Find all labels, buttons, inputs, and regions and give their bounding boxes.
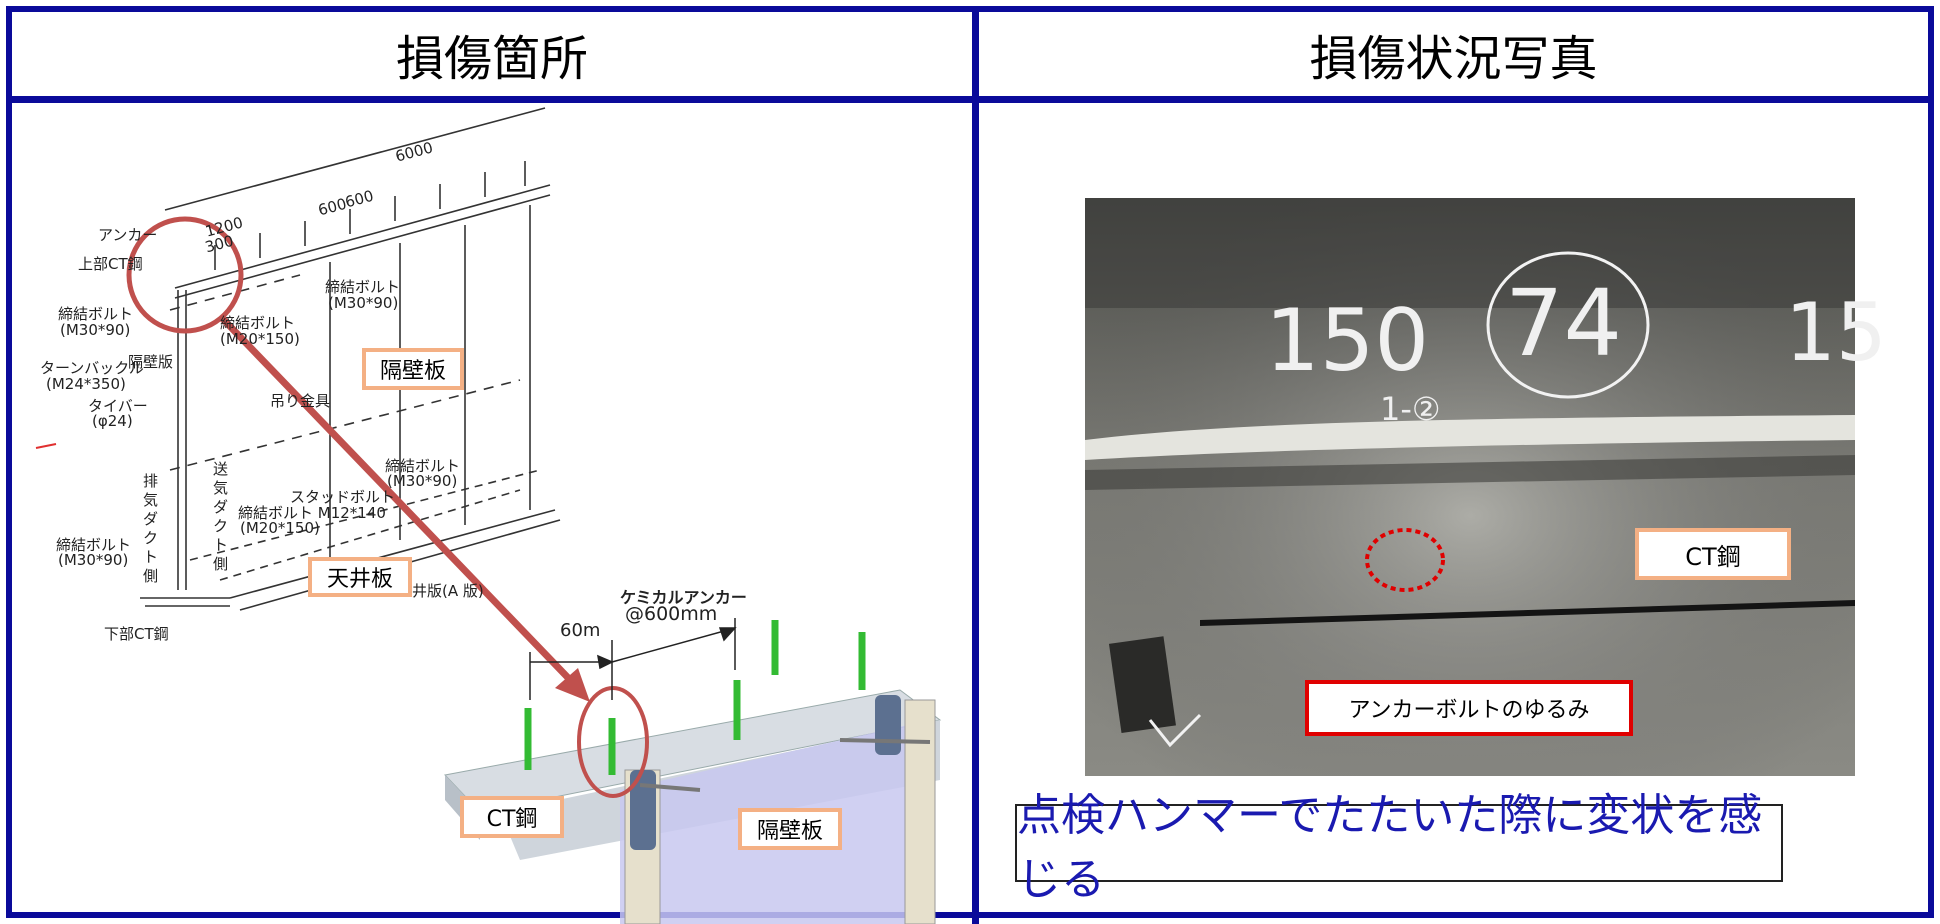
label-turnbuckle-size: (M24*350) — [46, 375, 126, 393]
callout-ceiling: 天井板 — [308, 557, 412, 597]
label-chemical-anchor: ケミカルアンカー — [620, 588, 747, 607]
photo-caption: 点検ハンマーでたたいた際に変状を感じる — [1015, 790, 1783, 905]
label-bolt-right-top: 締結ボルト — [325, 278, 401, 296]
label-lower-ct: 下部CT鋼 — [104, 625, 169, 643]
label-tie-bar-size: (φ24) — [92, 412, 133, 430]
label-bolt-mid: 締結ボルト M12*140 — [238, 504, 386, 522]
label-bolt-mid-size: (M20*150) — [240, 519, 320, 537]
left-column-title: 損傷箇所 — [395, 31, 588, 87]
label-supply-duct: 送気ダクト側 — [213, 460, 229, 573]
label-stud-bolt: スタッドボルト — [290, 488, 396, 506]
chalk-150: 150 — [1265, 291, 1429, 391]
column-divider — [972, 6, 979, 924]
callout-anchor-loose: アンカーボルトのゆるみ — [1305, 680, 1633, 736]
label-tie-bar: タイバー — [88, 397, 148, 415]
label-turnbuckle: ターンバックル — [40, 359, 144, 377]
label-bolt-right-top-size: (M30*90) — [328, 294, 399, 312]
label-exhaust-duct: 排気ダクト側 — [143, 472, 159, 585]
label-upper-ct: 上部CT鋼 — [78, 255, 143, 273]
label-anchor: アンカー — [98, 226, 158, 244]
callout-partition: 隔壁板 — [362, 348, 464, 390]
anchor-highlight-oval — [577, 686, 649, 798]
callout-partition-bottom: 隔壁板 — [738, 808, 842, 850]
ct-steel-3d-detail — [444, 618, 942, 924]
callout-ct-steel: CT鋼 — [460, 796, 564, 838]
label-bolt-right-mid-size: (M30*90) — [387, 472, 458, 490]
label-bolt-left-size: (M30*90) — [60, 321, 131, 339]
label-hanger: 吊り金具 — [270, 392, 331, 410]
label-partition-plate: 隔壁版 — [128, 353, 174, 371]
label-anchor-pitch: @600mm — [625, 603, 718, 625]
label-ceiling-a: 井版(A 版) — [412, 582, 484, 600]
loose-anchor-marker — [1365, 528, 1445, 592]
label-bolt-bottom-left: 締結ボルト — [56, 536, 132, 554]
chalk-74: 74 — [1505, 270, 1622, 377]
label-bolt-right-mid: 締結ボルト — [385, 457, 461, 475]
label-dim-60: 60m — [560, 620, 601, 641]
label-bolt-bottom-left-size: (M30*90) — [58, 551, 129, 569]
chalk-15: 15 — [1785, 286, 1887, 379]
right-column-title: 損傷状況写真 — [1309, 31, 1598, 87]
chalk-1-2: 1-② — [1380, 390, 1441, 428]
label-bolt-center-top: 締結ボルト — [220, 314, 296, 332]
label-bolt-left: 締結ボルト — [58, 305, 134, 323]
pointer-arrow — [219, 315, 578, 688]
damage-photo: 150 74 1-② 15 — [1085, 198, 1887, 776]
callout-ct-steel-photo: CT鋼 — [1635, 528, 1791, 580]
highlight-circle — [126, 216, 244, 334]
table-frame — [6, 6, 1934, 918]
header-divider — [6, 96, 1934, 103]
label-bolt-center-top-size: (M20*150) — [220, 330, 300, 348]
